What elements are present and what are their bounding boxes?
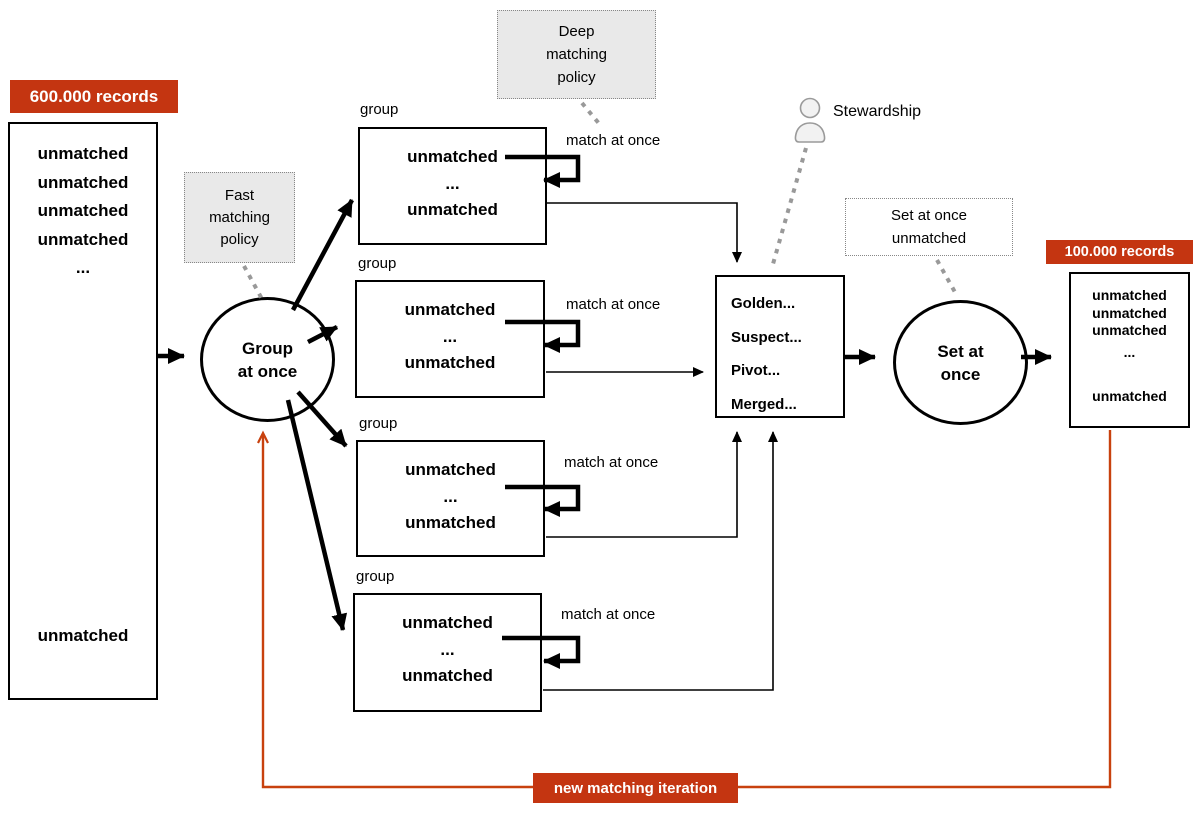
record-row: unmatched (404, 353, 496, 372)
group-label: group (359, 415, 398, 432)
set-at-once-node: Set at once (893, 300, 1028, 425)
group-label: group (356, 568, 395, 585)
merged-item: Merged... (731, 395, 797, 413)
record-row: unmatched (37, 229, 129, 249)
record-row: unmatched (404, 300, 496, 319)
record-row: unmatched (37, 172, 129, 192)
output-records-box: unmatched unmatched unmatched ... unmatc… (1069, 272, 1190, 428)
group-box-1: unmatched ... unmatched (358, 127, 547, 245)
record-row: unmatched (37, 626, 129, 645)
node-label: once (940, 364, 981, 384)
match-at-once-label: match at once (566, 296, 661, 313)
fast-matching-policy-note: Fast matching policy (184, 172, 295, 263)
suspect-item: Suspect... (731, 328, 802, 346)
note-line: Deep (558, 23, 595, 40)
group-box-3: unmatched ... unmatched (356, 440, 545, 557)
note-line: unmatched (891, 230, 967, 247)
record-row: unmatched (402, 666, 493, 685)
note-line: Fast (224, 186, 255, 204)
stewardship-label: Stewardship (833, 103, 922, 120)
set-at-once-unmatched-note: Set at once unmatched (845, 198, 1013, 256)
record-row: unmatched (407, 200, 498, 219)
arrow-node-to-group-1 (291, 198, 354, 312)
note-line: matching (546, 46, 607, 63)
record-row: unmatched (1092, 304, 1167, 321)
group-box-4: unmatched ... unmatched (353, 593, 542, 712)
ellipsis-row: ... (443, 486, 458, 506)
dotted-deep-policy-connector (580, 101, 603, 128)
person-icon (793, 97, 827, 143)
note-line: policy (220, 230, 259, 248)
line-group-3-to-golden (546, 431, 742, 538)
group-box-2: unmatched ... unmatched (355, 280, 545, 398)
dotted-set-unmatched-connector (935, 259, 958, 295)
note-line: matching (209, 208, 270, 226)
arrow-node-to-group-4 (285, 399, 348, 631)
record-row: unmatched (37, 144, 129, 163)
new-matching-iteration-badge: new matching iteration (533, 773, 738, 803)
note-line: policy (557, 69, 596, 86)
record-row: unmatched (402, 613, 493, 632)
output-records-badge: 100.000 records (1046, 240, 1193, 264)
record-row: unmatched (405, 460, 496, 479)
record-row: unmatched (37, 201, 129, 220)
golden-records-box: Golden... Suspect... Pivot... Merged... (715, 275, 845, 418)
ellipsis-row: ... (1123, 343, 1136, 360)
dotted-stewardship-connector (771, 147, 808, 265)
node-label: at once (237, 361, 298, 381)
input-records-box: unmatched unmatched unmatched unmatched … (8, 122, 158, 700)
match-at-once-label: match at once (566, 132, 661, 149)
record-row: unmatched (1092, 388, 1167, 404)
note-line: Set at once (891, 207, 967, 224)
ellipsis-row: ... (445, 173, 460, 193)
match-at-once-label: match at once (561, 606, 656, 623)
match-at-once-label: match at once (564, 454, 659, 471)
record-row: unmatched (405, 513, 496, 532)
group-label: group (358, 255, 397, 272)
deep-matching-policy-note: Deep matching policy (497, 10, 656, 99)
ellipsis-row: ... (75, 258, 91, 277)
group-at-once-node: Group at once (200, 297, 335, 422)
record-row: unmatched (1092, 287, 1167, 303)
dotted-fast-policy-connector (242, 265, 264, 300)
node-label: Group (242, 338, 293, 358)
pivot-item: Pivot... (731, 362, 781, 379)
golden-item: Golden... (731, 295, 796, 312)
node-label: Set at (937, 341, 984, 361)
group-label: group (360, 101, 399, 118)
record-row: unmatched (1092, 322, 1167, 338)
record-row: unmatched (407, 147, 498, 166)
input-records-badge: 600.000 records (10, 80, 178, 113)
ellipsis-row: ... (440, 639, 455, 659)
line-group-1-to-golden (547, 202, 742, 263)
ellipsis-row: ... (442, 326, 458, 346)
